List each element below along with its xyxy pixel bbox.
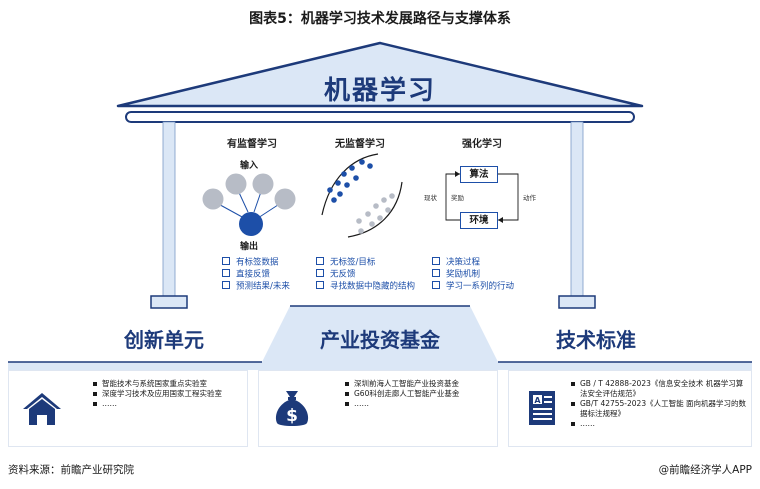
document-icon: A [529,391,555,425]
bullet-item: 无标签/目标 [316,257,415,269]
state-label: 现状 [424,194,437,202]
bullet-item: 决策过程 [432,257,514,269]
svg-text:$: $ [286,406,298,426]
supervised-title: 有监督学习 [227,139,277,150]
money-bag-icon: $ [275,391,309,426]
supervised-diagram [202,173,296,236]
list-item: GB / T 42888-2023《信息安全技术 机器学习算法安全评估规范》 [571,379,747,399]
brand-note: @前瞻经济学人APP [658,464,752,476]
card-innovation: 智能技术与系统国家重点实验室 深度学习技术及应用国家工程实验室 …… [8,370,248,447]
algorithm-box: 算法 [460,166,498,183]
right-post-cap [558,295,596,309]
supervised-bullets: 有标签数据 直接反馈 预测结果/未来 [222,257,290,293]
environment-box: 环境 [460,212,498,229]
card-list: GB / T 42888-2023《信息安全技术 机器学习算法安全评估规范》 G… [571,379,747,429]
list-item: 深度学习技术及应用国家工程实验室 [93,389,243,399]
left-post-cap [150,295,188,309]
input-node [252,173,274,195]
right-post [570,121,584,309]
card-list: 智能技术与系统国家重点实验室 深度学习技术及应用国家工程实验室 …… [93,379,243,409]
figure-title: 图表5：机器学习技术发展路径与支撑体系 [249,11,511,27]
list-item: GB/T 42755-2023《人工智能 面向机器学习的数据标注规程》 [571,399,747,419]
input-node [225,173,247,195]
unsupervised-bullets: 无标签/目标 无反馈 寻找数据中隐藏的结构 [316,257,415,293]
output-label: 输出 [240,242,259,252]
reinforcement-title: 强化学习 [462,139,502,150]
roof [116,41,644,108]
card-fund: $ 深圳前海人工智能产业投资基金 G60科创走廊人工智能产业基金 …… [258,370,498,447]
base-platform [8,306,752,370]
reinforcement-loop [445,171,519,223]
unsupervised-title: 无监督学习 [335,139,385,150]
bullet-item: 有标签数据 [222,257,290,269]
list-item: 智能技术与系统国家重点实验室 [93,379,243,389]
bullet-item: 学习一系列的行动 [432,281,514,293]
source-note: 资料来源：前瞻产业研究院 [8,464,134,476]
roof-title: 机器学习 [323,76,436,106]
bullet-item: 预测结果/未来 [222,281,290,293]
left-post [162,121,176,309]
reinforcement-bullets: 决策过程 奖励机制 学习一系列的行动 [432,257,514,293]
pillar-title-standard: 技术标准 [556,328,636,352]
card-standard: A GB / T 42888-2023《信息安全技术 机器学习算法安全评估规范》… [508,370,752,447]
list-item: …… [345,399,493,409]
list-item: G60科创走廊人工智能产业基金 [345,389,493,399]
list-item: 深圳前海人工智能产业投资基金 [345,379,493,389]
reward-label: 奖励 [451,194,464,202]
bullet-item: 无反馈 [316,269,415,281]
input-node [202,188,224,210]
output-node [239,212,263,236]
house-icon [23,393,61,425]
input-label: 输入 [240,161,259,171]
roof-beam [125,111,635,123]
list-item: …… [571,419,747,429]
bullet-item: 奖励机制 [432,269,514,281]
bullet-item: 直接反馈 [222,269,290,281]
list-item: …… [93,399,243,409]
unsupervised-diagram [321,153,403,238]
pillar-title-fund: 产业投资基金 [320,328,440,352]
action-label: 动作 [523,194,536,202]
input-node [274,188,296,210]
bullet-item: 寻找数据中隐藏的结构 [316,281,415,293]
card-list: 深圳前海人工智能产业投资基金 G60科创走廊人工智能产业基金 …… [345,379,493,409]
pillar-title-innovation: 创新单元 [124,328,204,352]
svg-text:A: A [534,396,541,405]
